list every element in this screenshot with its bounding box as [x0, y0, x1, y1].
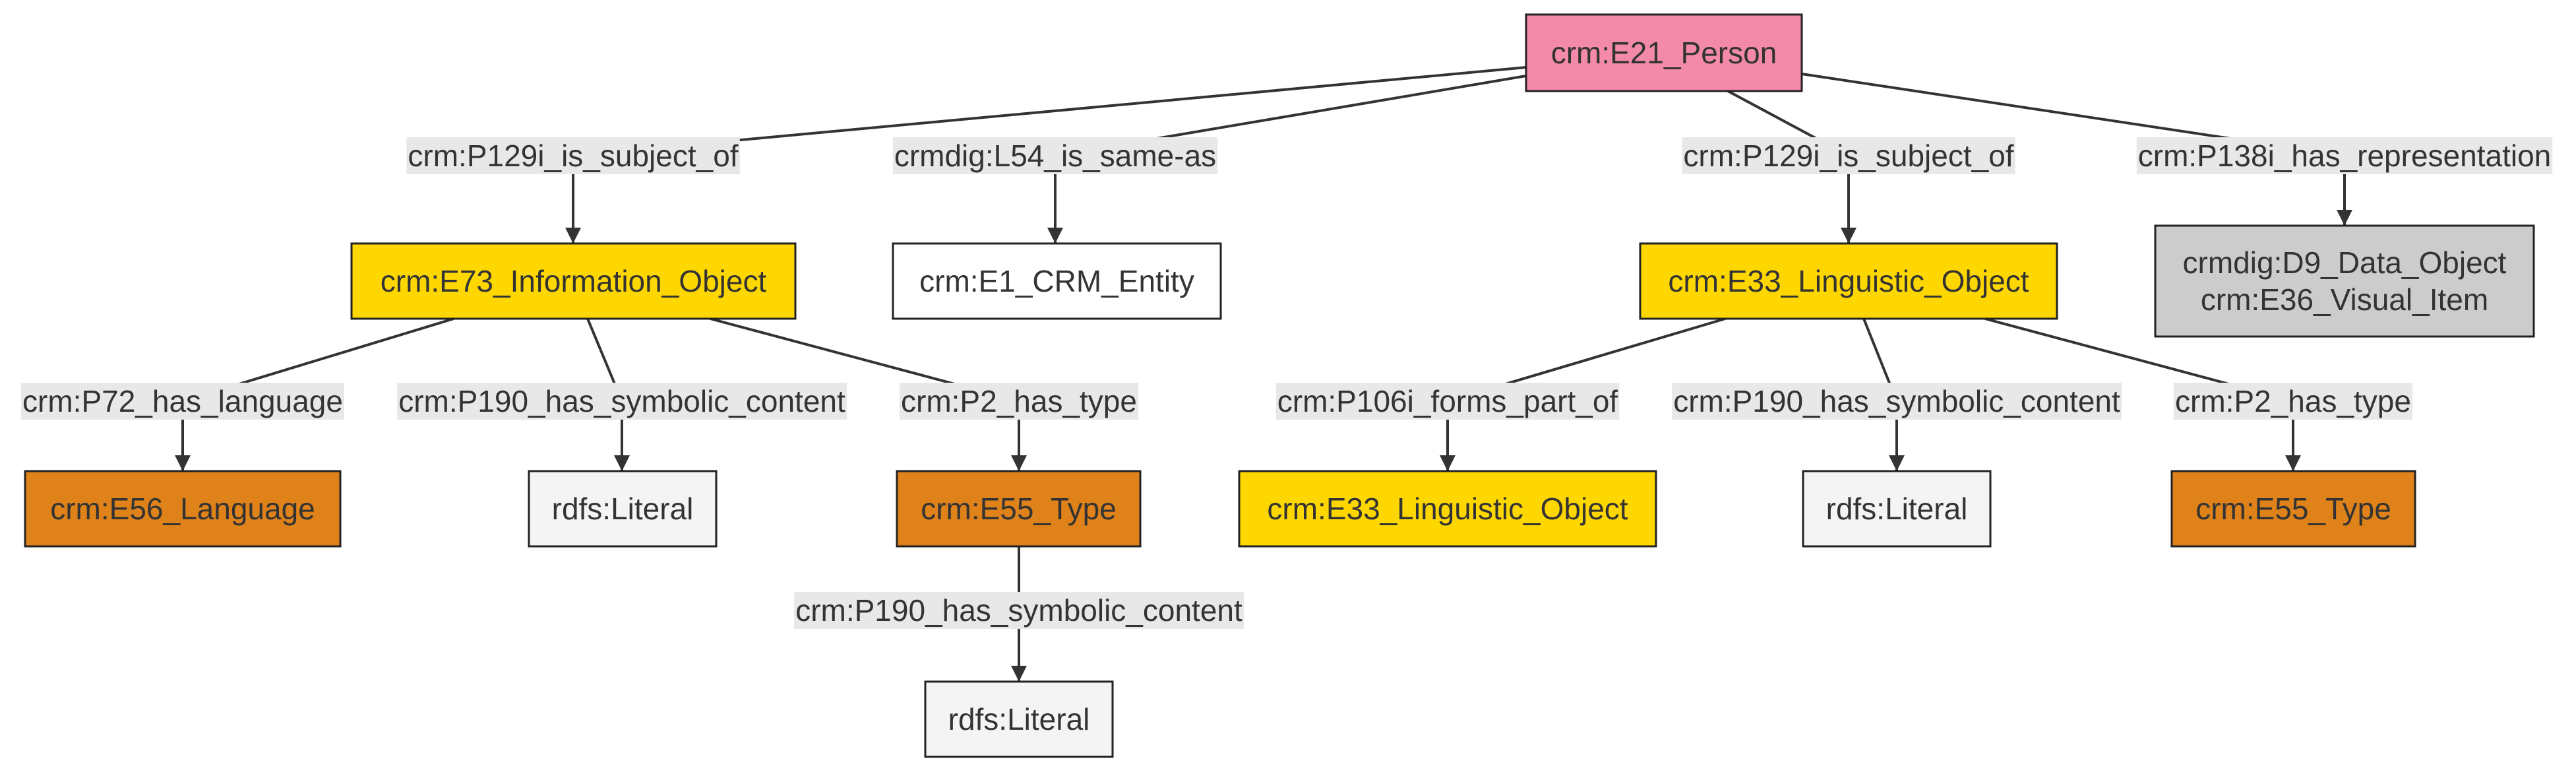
node-label: crm:E73_Information_Object	[381, 264, 767, 298]
edge-label-text: crm:P106i_forms_part_of	[1277, 384, 1618, 418]
node-crm-entity[interactable]: crm:E1_CRM_Entity	[892, 242, 1222, 320]
edge-label-background	[794, 592, 1244, 629]
edge-label-background	[21, 383, 344, 420]
edge-label-background	[900, 383, 1138, 420]
node-info-object[interactable]: crm:E73_Information_Object	[350, 242, 797, 320]
edge-label-text: crm:P129i_is_subject_of	[1683, 139, 2013, 173]
edge-label-background	[406, 137, 740, 174]
node-type-2[interactable]: crm:E55_Type	[2170, 470, 2416, 548]
edge-label-background	[1682, 137, 2015, 174]
node-label: crm:E33_Linguistic_Object	[1668, 264, 2029, 298]
node-language[interactable]: crm:E56_Language	[24, 470, 342, 548]
node-literal-2[interactable]: rdfs:Literal	[1802, 470, 1992, 548]
node-literal-1[interactable]: rdfs:Literal	[528, 470, 718, 548]
edge-label-background	[1672, 383, 2122, 420]
node-label: crm:E21_Person	[1551, 36, 1777, 70]
node-label: crm:E33_Linguistic_Object	[1267, 492, 1628, 526]
node-box	[1802, 470, 1992, 548]
node-box	[896, 470, 1142, 548]
edge-label-text: crmdig:L54_is_same-as	[894, 139, 1216, 173]
node-box	[350, 242, 797, 320]
node-label: crmdig:D9_Data_Object	[2183, 245, 2507, 280]
edge-label-text: crm:P2_has_type	[2175, 384, 2411, 418]
edge-label-ling-literal: crm:P190_has_symbolic_content	[1672, 383, 2122, 420]
edge-label-text: crm:P2_has_type	[901, 384, 1137, 418]
edge-label-person-entity: crmdig:L54_is_same-as	[892, 137, 1218, 174]
node-label: crm:E56_Language	[50, 492, 315, 526]
edge-label-info-type: crm:P2_has_type	[900, 383, 1138, 420]
node-label: rdfs:Literal	[552, 492, 694, 526]
edge-label-person-data: crm:P138i_has_representation	[2136, 137, 2553, 174]
node-label: crm:E55_Type	[921, 492, 1117, 526]
edge-label-background	[892, 137, 1218, 174]
node-label: crm:E1_CRM_Entity	[919, 264, 1194, 298]
node-box	[1639, 242, 2058, 320]
edge-label-ling-type: crm:P2_has_type	[2174, 383, 2412, 420]
edge-label-background	[1275, 383, 1620, 420]
node-box	[2170, 470, 2416, 548]
edge-label-text: crm:P138i_has_representation	[2138, 139, 2551, 173]
node-box	[892, 242, 1222, 320]
edge-label-info-lang: crm:P72_has_language	[21, 383, 344, 420]
node-box	[528, 470, 718, 548]
edge-label-background	[397, 383, 847, 420]
edge-label-background	[2136, 137, 2553, 174]
node-label: rdfs:Literal	[948, 702, 1090, 736]
node-box	[2154, 224, 2535, 338]
node-type-1[interactable]: crm:E55_Type	[896, 470, 1142, 548]
node-literal-3[interactable]: rdfs:Literal	[924, 680, 1114, 758]
edge-label-text: crm:P129i_is_subject_of	[408, 139, 738, 173]
edge-label-text: crm:P190_has_symbolic_content	[795, 593, 1242, 627]
node-linguistic-object[interactable]: crm:E33_Linguistic_Object	[1639, 242, 2058, 320]
node-box	[924, 680, 1114, 758]
edge-label-info-literal: crm:P190_has_symbolic_content	[397, 383, 847, 420]
node-label: rdfs:Literal	[1826, 492, 1968, 526]
node-box	[24, 470, 342, 548]
node-linguistic-object-2[interactable]: crm:E33_Linguistic_Object	[1238, 470, 1657, 548]
edge-label-ling-part: crm:P106i_forms_part_of	[1275, 383, 1620, 420]
edge-label-type-literal: crm:P190_has_symbolic_content	[794, 592, 1244, 629]
edge-label-person-info: crm:P129i_is_subject_of	[406, 137, 740, 174]
edge-label-text: crm:P72_has_language	[22, 384, 343, 418]
node-box	[1525, 13, 1803, 92]
edge-label-text: crm:P190_has_symbolic_content	[1673, 384, 2120, 418]
node-person[interactable]: crm:E21_Person	[1525, 13, 1803, 92]
edge-label-background	[2174, 383, 2412, 420]
node-box	[1238, 470, 1657, 548]
node-label: crm:E55_Type	[2195, 492, 2391, 526]
edge-label-text: crm:P190_has_symbolic_content	[398, 384, 845, 418]
edge-label-person-ling: crm:P129i_is_subject_of	[1682, 137, 2015, 174]
node-label: crm:E36_Visual_Item	[2201, 282, 2488, 317]
